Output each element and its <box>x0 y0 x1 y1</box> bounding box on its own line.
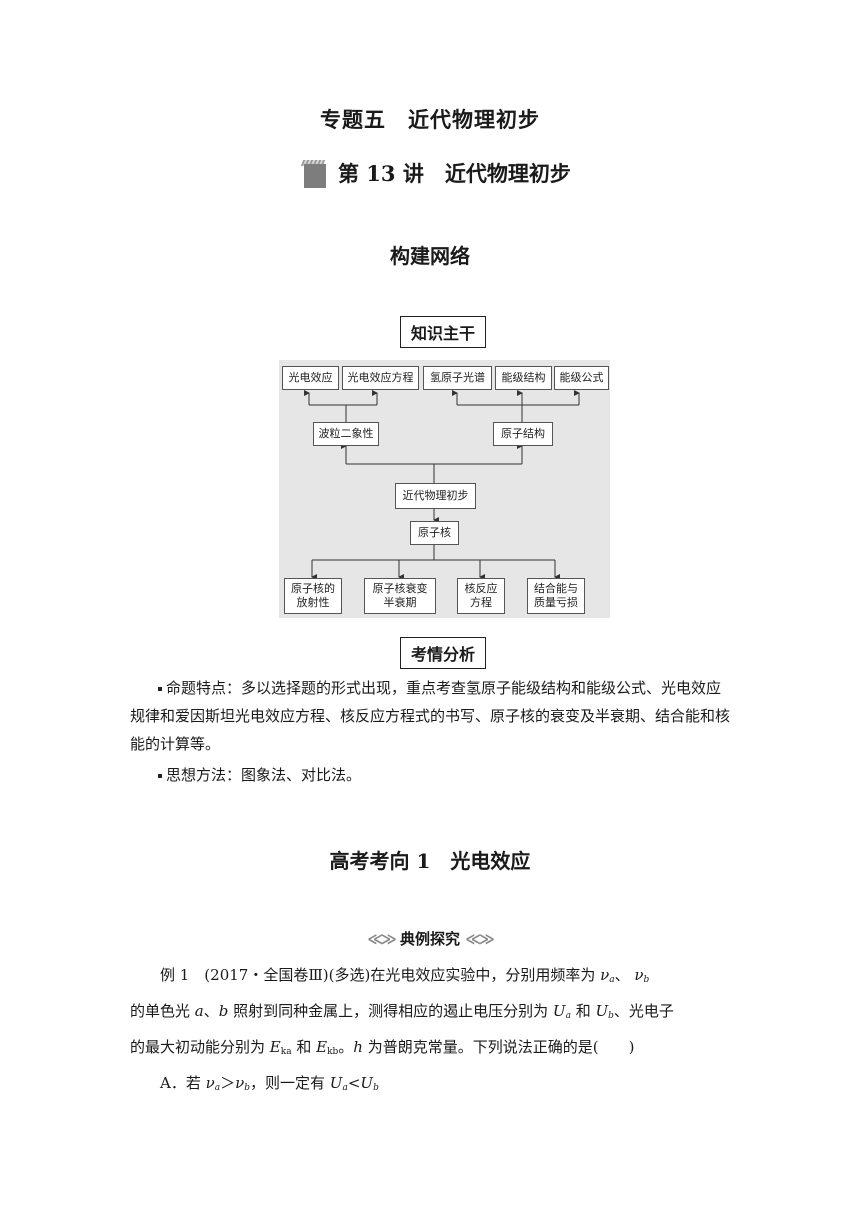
analysis-method-text: 思想方法：图象法、对比法。 <box>166 766 362 784</box>
symbol-h: h <box>353 1038 363 1056</box>
node-photoelectric-equation: 光电效应方程 <box>342 366 419 390</box>
subscript-b: b <box>608 1011 614 1021</box>
bullet-icon <box>158 774 162 778</box>
node-binding-energy: 结合能与 质量亏损 <box>527 578 585 614</box>
node-binding-energy-line1: 结合能与 <box>534 582 578 596</box>
subscript-b: b <box>373 1083 379 1093</box>
node-decay: 原子核衰变 半衰期 <box>364 578 436 614</box>
subscript-a: a <box>214 1083 221 1093</box>
direction-title: 高考考向 1 光电效应 <box>329 849 531 873</box>
example-text: 和 <box>291 1038 317 1056</box>
banner-text: 典例探究 <box>399 930 460 948</box>
example-text: 、 <box>203 1002 219 1020</box>
example-text: 、光电子 <box>613 1002 674 1020</box>
node-atomic-structure: 原子结构 <box>493 422 553 446</box>
less-than: < <box>347 1074 361 1092</box>
subscript-ka: ka <box>280 1047 292 1057</box>
book-icon <box>300 158 328 188</box>
symbol-U: U <box>329 1074 343 1092</box>
knowledge-diagram: 光电效应 光电效应方程 氢原子光谱 能级结构 能级公式 波粒二象性 原子结构 近… <box>279 360 610 618</box>
letter-b: b <box>218 1002 229 1020</box>
section-title: 构建网络 <box>390 244 470 268</box>
example-text: 例 1 (2017・全国卷Ⅲ)(多选)在光电效应实验中，分别用频率为 <box>160 966 601 984</box>
option-a-text: ，则一定有 <box>250 1074 330 1092</box>
diagram-connectors <box>304 390 580 580</box>
node-radioactivity-line1: 原子核的 <box>291 582 335 596</box>
node-photoelectric: 光电效应 <box>282 366 339 390</box>
letter-a: a <box>194 1002 204 1020</box>
example-line-3: 的最大初动能分别为 Eka 和 Ekb。h 为普朗克常量。下列说法正确的是( ) <box>130 1032 730 1068</box>
example-text: 和 <box>570 1002 596 1020</box>
node-radioactivity: 原子核的 放射性 <box>284 578 342 614</box>
node-radioactivity-line2: 放射性 <box>296 596 330 609</box>
subscript-b: b <box>643 975 650 985</box>
symbol-E: E <box>269 1038 281 1056</box>
subscript-a: a <box>565 1011 571 1021</box>
greater-than: ＞ <box>220 1074 236 1092</box>
nu-symbol: ν <box>205 1074 215 1092</box>
node-hydrogen-spectrum: 氢原子光谱 <box>423 366 492 390</box>
node-energy-level: 能级结构 <box>495 366 552 390</box>
node-nuclear-reaction-line1: 核反应 <box>464 582 498 596</box>
analysis-block: 命题特点：多以选择题的形式出现，重点考查氢原子能级结构和能级公式、光电效应规律和… <box>130 674 730 789</box>
exam-label: 考情分析 <box>400 637 487 669</box>
bullet-icon <box>158 687 162 691</box>
nu-symbol: ν <box>235 1074 245 1092</box>
subscript-kb: kb <box>327 1047 339 1057</box>
node-wave-particle: 波粒二象性 <box>313 422 379 446</box>
option-a: A．若 νa＞νb，则一定有 Ua<Ub <box>130 1068 730 1104</box>
example-text: 。 <box>338 1038 354 1056</box>
example-text: 、 <box>614 966 635 984</box>
analysis-feature: 命题特点：多以选择题的形式出现，重点考查氢原子能级结构和能级公式、光电效应规律和… <box>130 674 730 758</box>
subscript-b: b <box>244 1083 251 1093</box>
node-nuclear-reaction-line2: 方程 <box>470 596 492 609</box>
example-text: 的单色光 <box>130 1002 195 1020</box>
node-binding-energy-line2: 质量亏损 <box>534 596 578 609</box>
nu-symbol: ν <box>634 966 644 984</box>
lecture-title: 第 13 讲 近代物理初步 <box>300 158 700 188</box>
example-text: 为普朗克常量。下列说法正确的是( ) <box>362 1038 635 1056</box>
node-decay-line2: 半衰期 <box>383 596 417 609</box>
subscript-a: a <box>609 975 615 985</box>
symbol-U: U <box>360 1074 374 1092</box>
node-nuclear-reaction: 核反应 方程 <box>457 578 505 614</box>
symbol-E: E <box>316 1038 328 1056</box>
example-line-2: 的单色光 a、b 照射到同种金属上，测得相应的遏止电压分别为 Ua 和 Ub、光… <box>130 996 730 1032</box>
node-nucleus: 原子核 <box>410 521 459 545</box>
analysis-feature-text: 命题特点：多以选择题的形式出现，重点考查氢原子能级结构和能级公式、光电效应规律和… <box>130 679 731 753</box>
example-banner: ≪≫ 典例探究 ≪≫ <box>0 928 860 949</box>
example-line-1: 例 1 (2017・全国卷Ⅲ)(多选)在光电效应实验中，分别用频率为 νa、 ν… <box>130 960 730 996</box>
lecture-title-text: 第 13 讲 近代物理初步 <box>338 161 571 186</box>
symbol-U: U <box>595 1002 609 1020</box>
analysis-method: 思想方法：图象法、对比法。 <box>130 761 730 789</box>
example-text: 照射到同种金属上，测得相应的遏止电压分别为 <box>228 1002 553 1020</box>
node-decay-line1: 原子核衰变 <box>372 582 428 596</box>
banner-left-deco: ≪≫ <box>367 930 396 948</box>
nu-symbol: ν <box>600 966 610 984</box>
node-level-formula: 能级公式 <box>554 366 609 390</box>
subscript-a: a <box>342 1083 348 1093</box>
node-root: 近代物理初步 <box>395 483 476 509</box>
example-problem: 例 1 (2017・全国卷Ⅲ)(多选)在光电效应实验中，分别用频率为 νa、 ν… <box>130 960 730 1104</box>
topic-title: 专题五 近代物理初步 <box>320 107 540 132</box>
example-text: 的最大初动能分别为 <box>130 1038 270 1056</box>
option-a-text: A．若 <box>160 1074 206 1092</box>
banner-right-deco: ≪≫ <box>465 930 494 948</box>
knowledge-label: 知识主干 <box>400 316 487 348</box>
symbol-U: U <box>552 1002 566 1020</box>
